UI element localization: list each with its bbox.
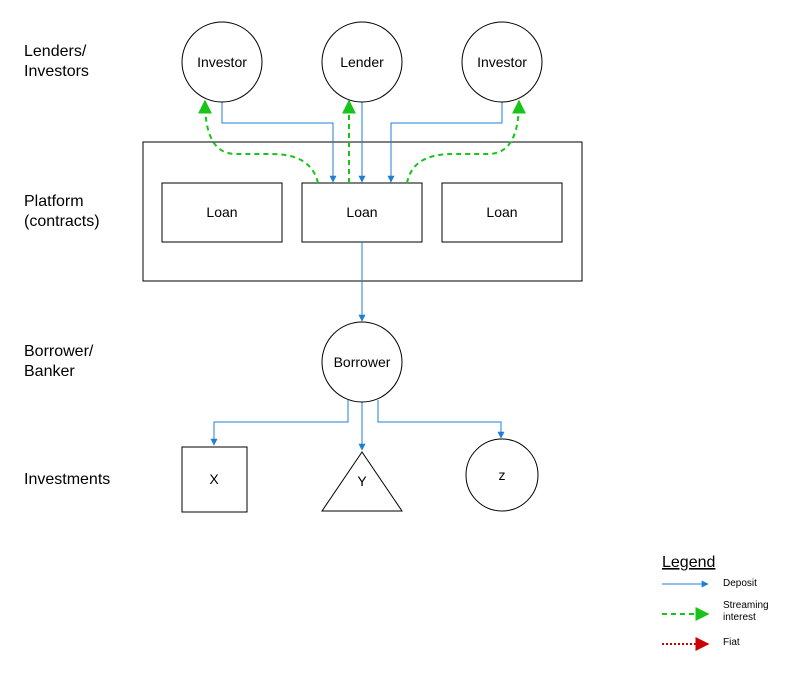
investor-left-node: Investor <box>181 21 263 103</box>
borrower-node: Borrower <box>321 321 403 403</box>
loan-left: Loan <box>161 182 283 243</box>
lender-label: Lender <box>340 54 384 70</box>
loan-left-label: Loan <box>206 204 237 220</box>
investment-x: X <box>181 446 248 513</box>
borrower-label: Borrower <box>334 354 391 370</box>
row-label-borrower: Borrower/ Banker <box>24 343 98 380</box>
loan-center: Loan <box>301 182 423 243</box>
investor-right-label: Investor <box>477 54 527 70</box>
investment-z: z <box>465 438 539 512</box>
row-label-platform: Platform (contracts) <box>24 193 100 230</box>
legend: Legend Deposit Streaming interest Fiat <box>662 554 771 651</box>
deposit-arrow-borrower-x <box>210 400 349 446</box>
deposit-arrow-investor-left <box>221 101 337 183</box>
investment-y: Y <box>321 451 403 512</box>
loan-center-label: Loan <box>346 204 377 220</box>
investor-left-label: Investor <box>197 54 247 70</box>
row-label-lenders: Lenders/ Investors <box>24 43 91 80</box>
investment-z-label: z <box>499 467 506 483</box>
lender-node: Lender <box>321 21 403 103</box>
investment-x-label: X <box>209 471 219 487</box>
legend-deposit-label: Deposit <box>723 578 757 589</box>
legend-streaming-label: Streaming interest <box>723 600 771 623</box>
deposit-arrow-borrower-z <box>377 400 505 439</box>
investor-right-node: Investor <box>461 21 543 103</box>
row-label-investments: Investments <box>24 471 110 488</box>
loan-right: Loan <box>441 182 563 243</box>
legend-title: Legend <box>662 554 715 571</box>
loan-right-label: Loan <box>486 204 517 220</box>
streaming-interest-arrow-right <box>406 99 526 184</box>
legend-fiat-label: Fiat <box>723 637 740 648</box>
investment-y-label: Y <box>357 473 367 489</box>
streaming-interest-arrow-left <box>198 99 319 184</box>
deposit-arrow-investor-right <box>387 101 503 183</box>
